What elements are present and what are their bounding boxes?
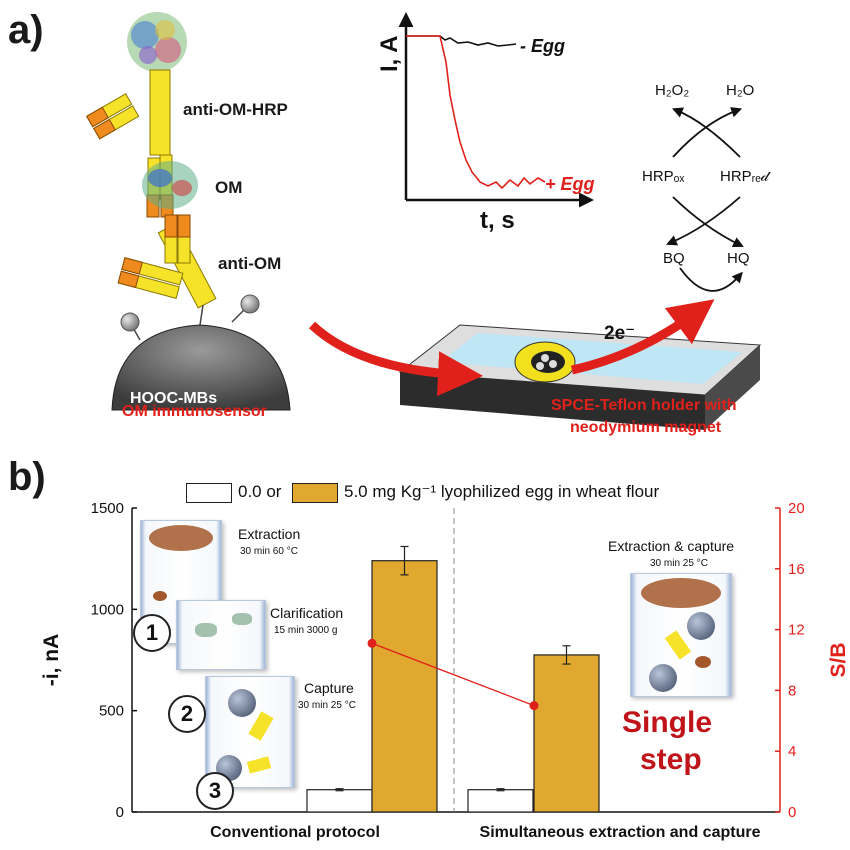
step2-sub: 15 min 3000 g xyxy=(274,625,338,636)
right-step-sub: 30 min 25 °C xyxy=(650,558,708,569)
enzymatic-cycle-arrows xyxy=(666,107,744,292)
mbs-label: HOOC-MBs xyxy=(130,390,218,407)
bar xyxy=(306,789,373,813)
step1-sub: 30 min 60 °C xyxy=(240,546,298,557)
y-tick-label: 500 xyxy=(99,703,124,720)
no-egg-label: - Egg xyxy=(520,36,565,56)
amperogram-trace-no-egg xyxy=(406,35,517,47)
hq-label: HQ xyxy=(727,250,750,267)
y2-tick-label: 0 xyxy=(788,804,796,821)
y-tick-label: 1000 xyxy=(91,601,124,618)
simultaneous-step-tube xyxy=(630,573,732,697)
y-tick-label: 0 xyxy=(116,804,124,821)
y2-tick-label: 12 xyxy=(788,622,805,639)
sb-point xyxy=(529,701,539,711)
flow-arrow-electrons xyxy=(571,299,715,375)
om-label: OM xyxy=(215,178,243,197)
hrp-red-label: HRPᵣₑ𝒹 xyxy=(720,168,769,185)
y-axis-label: -i, nA xyxy=(40,634,63,687)
y2-tick-label: 20 xyxy=(788,500,805,517)
sb-line xyxy=(371,642,535,707)
anti-om-antibody-icon xyxy=(117,214,217,309)
h2o2-label: H₂O₂ xyxy=(655,82,690,99)
legend-label-sample: 5.0 mg Kg⁻¹ lyophilized egg in wheat flo… xyxy=(344,482,660,501)
y2-tick-label: 16 xyxy=(788,561,805,578)
step-number-3: 3 xyxy=(196,772,234,810)
single-step-line1: Single xyxy=(622,706,713,739)
step-number-2: 2 xyxy=(168,695,206,733)
hrp-ox-label: HRPₒₓ xyxy=(642,168,685,185)
om-protein-icon xyxy=(142,161,198,209)
step3-title: Capture xyxy=(304,680,354,696)
immunosensor-label: OM immunosensor xyxy=(122,403,267,420)
amperogram-x-label: t, s xyxy=(480,207,515,234)
step1-title: Extraction xyxy=(238,526,301,542)
legend-swatch-blank xyxy=(186,483,232,503)
amperogram-axes xyxy=(398,12,594,208)
clarification-step-tube xyxy=(176,600,266,670)
electron-label: 2e⁻ xyxy=(604,323,636,344)
anti-om-label: anti-OM xyxy=(218,254,282,273)
category-label: Conventional protocol xyxy=(210,824,380,841)
bar xyxy=(467,789,534,813)
y2-tick-label: 4 xyxy=(788,743,796,760)
step3-sub: 30 min 25 °C xyxy=(298,700,356,711)
y2-axis-label: S/B xyxy=(827,642,850,677)
step2-title: Clarification xyxy=(270,605,344,621)
anti-om-hrp-label: anti-OM-HRP xyxy=(183,100,288,119)
y-tick-label: 1500 xyxy=(91,500,124,517)
sb-point xyxy=(367,638,377,648)
panel-a-letter: a) xyxy=(8,8,44,52)
right-step-title: Extraction & capture xyxy=(608,538,735,554)
bar xyxy=(371,560,438,813)
legend-swatch-sample xyxy=(292,483,338,503)
step-number-1: 1 xyxy=(133,614,171,652)
egg-label: + Egg xyxy=(545,174,595,194)
capture-step-tube xyxy=(205,676,295,788)
amperogram-trace-egg xyxy=(406,35,546,190)
panel-b-letter: b) xyxy=(8,455,46,499)
magnetic-bead-icon xyxy=(111,294,291,411)
holder-label-line2: neodymium magnet xyxy=(570,419,722,436)
bq-label: BQ xyxy=(663,250,685,267)
y2-tick-label: 8 xyxy=(788,682,796,699)
h2o-label: H₂O xyxy=(726,82,755,99)
single-step-line2: step xyxy=(640,743,702,776)
category-label: Simultaneous extraction and capture xyxy=(480,824,761,841)
holder-label-line1: SPCE-Teflon holder with xyxy=(551,397,737,414)
legend-label-blank: 0.0 or xyxy=(238,482,282,501)
flow-arrow-to-holder xyxy=(308,321,483,397)
hrp-enzyme-icon xyxy=(127,12,187,72)
bar xyxy=(533,654,600,813)
panel-a-graphics xyxy=(86,12,762,430)
